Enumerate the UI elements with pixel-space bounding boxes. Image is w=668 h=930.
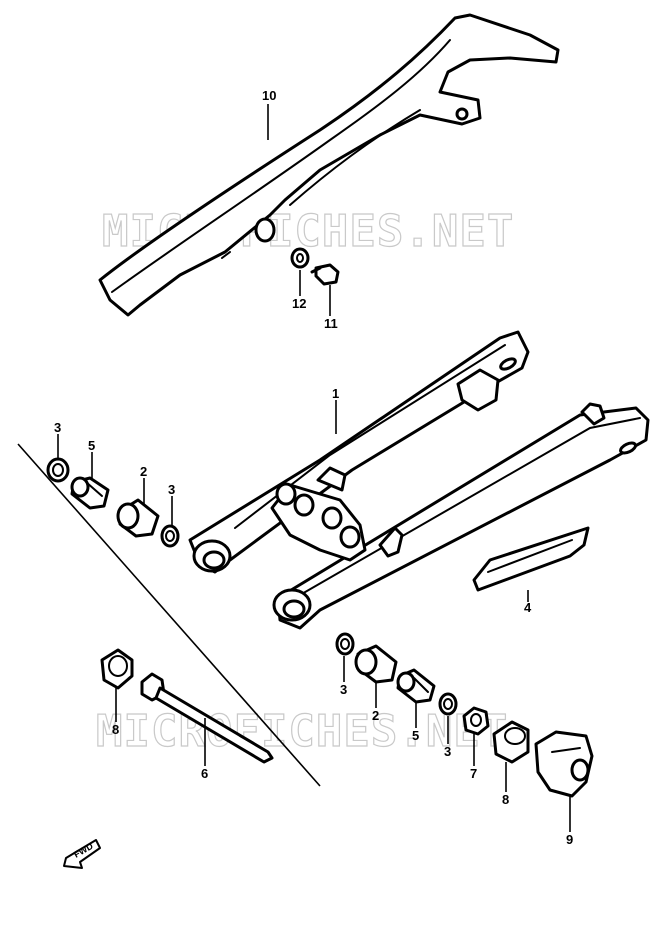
nut-part-7[interactable] (462, 706, 490, 736)
callout-7: 7 (470, 766, 477, 781)
seal-part-3-lower-far-right[interactable] (438, 692, 458, 716)
callout-3-b: 3 (168, 482, 175, 497)
callout-4: 4 (524, 600, 532, 615)
guard-part-9[interactable] (534, 730, 594, 798)
bushing-part-2-lower-right[interactable] (354, 644, 398, 684)
callout-2-b: 2 (372, 708, 379, 723)
leader-lines (57, 104, 571, 832)
washer-part-12[interactable] (290, 247, 310, 269)
callout-6: 6 (201, 766, 208, 781)
swingarm-part-1[interactable] (188, 330, 650, 630)
assembly-line (17, 443, 321, 787)
chain-case-part-10[interactable] (98, 13, 560, 317)
callout-3-d: 3 (444, 744, 451, 759)
callout-8-a: 8 (112, 722, 119, 737)
callout-11: 11 (324, 316, 338, 331)
bolt-part-11[interactable] (310, 263, 340, 286)
decal-part-4[interactable] (472, 526, 590, 592)
seal-part-3-middle-left[interactable] (160, 524, 180, 548)
callout-10: 10 (262, 88, 276, 103)
pivot-shaft-part-6[interactable] (140, 672, 274, 764)
callout-2-a: 2 (140, 464, 147, 479)
callout-labels: 10 12 11 1 3 5 2 3 4 8 6 3 2 5 3 7 8 9 (54, 88, 573, 847)
bearing-part-5-upper-left[interactable] (70, 476, 110, 510)
callout-12: 12 (292, 296, 306, 311)
cap-part-8-left[interactable] (100, 648, 134, 690)
callout-8-b: 8 (502, 792, 509, 807)
callout-1: 1 (332, 386, 339, 401)
bushing-part-2-upper-left[interactable] (116, 498, 160, 538)
forward-direction-arrow: FWD (63, 839, 101, 869)
cap-part-8-right[interactable] (492, 720, 530, 764)
callout-5-a: 5 (88, 438, 95, 453)
callout-9: 9 (566, 832, 573, 847)
callout-3-c: 3 (340, 682, 347, 697)
watermark-bottom: MICROFICHES.NET (96, 706, 508, 757)
seal-part-3-lower-right[interactable] (335, 632, 355, 656)
seal-part-3-upper-left[interactable] (46, 457, 70, 483)
callout-3-a: 3 (54, 420, 61, 435)
callout-5-b: 5 (412, 728, 419, 743)
bearing-part-5-lower-right[interactable] (396, 668, 436, 704)
